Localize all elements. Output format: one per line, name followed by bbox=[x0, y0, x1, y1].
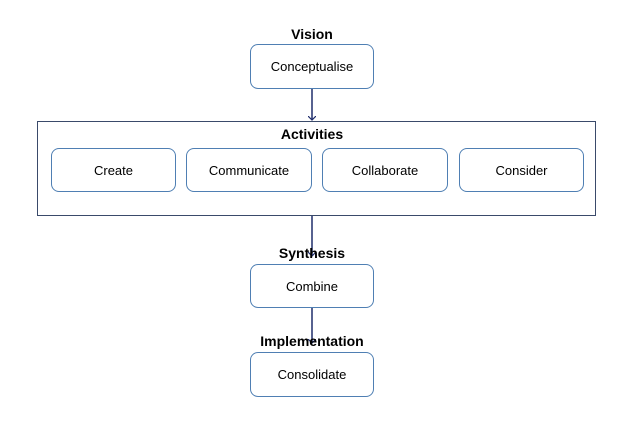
activity-communicate: Communicate bbox=[186, 148, 312, 192]
box-combine: Combine bbox=[250, 264, 374, 308]
stage-title-vision: Vision bbox=[291, 26, 333, 42]
activity-create: Create bbox=[51, 148, 176, 192]
stage-title-synthesis: Synthesis bbox=[278, 245, 346, 261]
stage-title-activities: Activities bbox=[280, 126, 344, 142]
box-consolidate: Consolidate bbox=[250, 352, 374, 397]
box-conceptualise: Conceptualise bbox=[250, 44, 374, 89]
activity-collaborate: Collaborate bbox=[322, 148, 448, 192]
activity-consider: Consider bbox=[459, 148, 584, 192]
stage-title-implementation: Implementation bbox=[260, 333, 364, 349]
